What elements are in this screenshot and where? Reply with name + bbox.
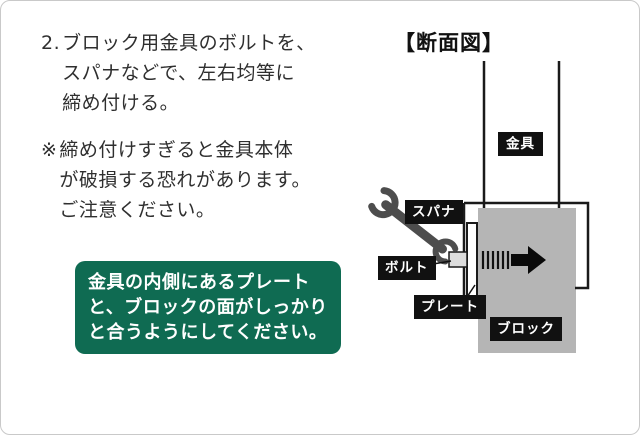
step-2-line-3: 締め付ける。: [62, 92, 180, 114]
bolt-thread-hatch: [481, 251, 510, 269]
note-marker: ※: [41, 139, 58, 161]
label-bolt: ボルト: [378, 256, 436, 281]
step-2-instruction: 2. ブロック用金具のボルトを、 スパナなどで、左右均等に 締め付ける。: [41, 28, 316, 118]
highlight-callout: 金具の内側にあるプレート と、ブロックの面がしっかり と合うようにしてください。: [75, 261, 341, 354]
label-plate: プレート: [414, 295, 486, 320]
note-line-3: ご注意ください。: [59, 199, 216, 221]
leader-lines: [432, 260, 476, 298]
bolt-shape: [448, 251, 468, 268]
step-2-line-1: ブロック用金具のボルトを、: [62, 32, 316, 54]
highlight-line-1: 金具の内側にあるプレート: [88, 272, 310, 293]
caution-note: ※ 締め付けすぎると金具本体 が破損する恐れがあります。 ご注意ください。: [41, 135, 311, 225]
note-line-2: が破損する恐れがあります。: [59, 169, 312, 191]
step-2-line-2: スパナなどで、左右均等に: [62, 62, 296, 84]
step-number: 2.: [41, 32, 61, 54]
diagram-title: 【断面図】: [394, 31, 504, 55]
note-line-1: 締め付けすぎると金具本体: [59, 139, 294, 161]
highlight-line-2: と、ブロックの面がしっかり: [88, 297, 328, 318]
highlight-line-3: と合うようにしてください。: [88, 322, 328, 343]
label-spanner: スパナ: [405, 200, 463, 225]
label-fitting: 金具: [498, 132, 543, 157]
pressure-arrow: [511, 246, 546, 274]
label-block: ブロック: [490, 317, 562, 342]
bracket-lines: [462, 61, 590, 303]
